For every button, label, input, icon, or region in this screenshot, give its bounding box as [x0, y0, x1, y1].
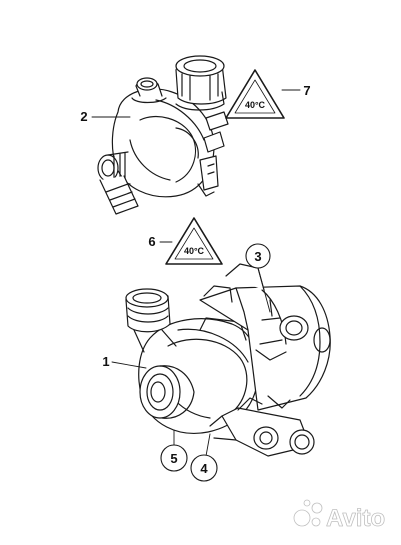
avito-watermark-text: Avito	[326, 505, 385, 532]
callout-number-6: 6	[148, 234, 155, 249]
callout-number-5: 5	[170, 451, 177, 466]
warning-label-upper: 40°C	[245, 100, 266, 110]
callout-number-2: 2	[80, 109, 87, 124]
callout-6: 6	[148, 234, 155, 249]
upper-water-pump-assembly	[97, 55, 229, 215]
leader-line-1	[111, 361, 147, 369]
callout-3: 3	[245, 243, 271, 269]
callout-2: 2	[80, 109, 87, 124]
leader-line-4	[205, 433, 211, 457]
callout-number-3: 3	[254, 249, 261, 264]
callout-number-7: 7	[303, 83, 310, 98]
callout-number-1: 1	[102, 354, 109, 369]
warning-triangle-lower: 40°C	[165, 217, 223, 265]
callout-4: 4	[190, 454, 218, 482]
leader-lines	[91, 89, 301, 457]
lower-water-pump-assembly	[125, 263, 331, 457]
avito-logo-icon	[293, 499, 323, 527]
warning-label-lower: 40°C	[184, 246, 205, 256]
callout-number-4: 4	[200, 461, 208, 476]
callout-1: 1	[102, 354, 109, 369]
leader-line-3	[257, 267, 271, 313]
avito-watermark: Avito	[293, 499, 386, 532]
warning-triangle-upper: 40°C	[225, 69, 285, 119]
callout-7: 7	[303, 83, 310, 98]
callout-5: 5	[160, 444, 188, 472]
